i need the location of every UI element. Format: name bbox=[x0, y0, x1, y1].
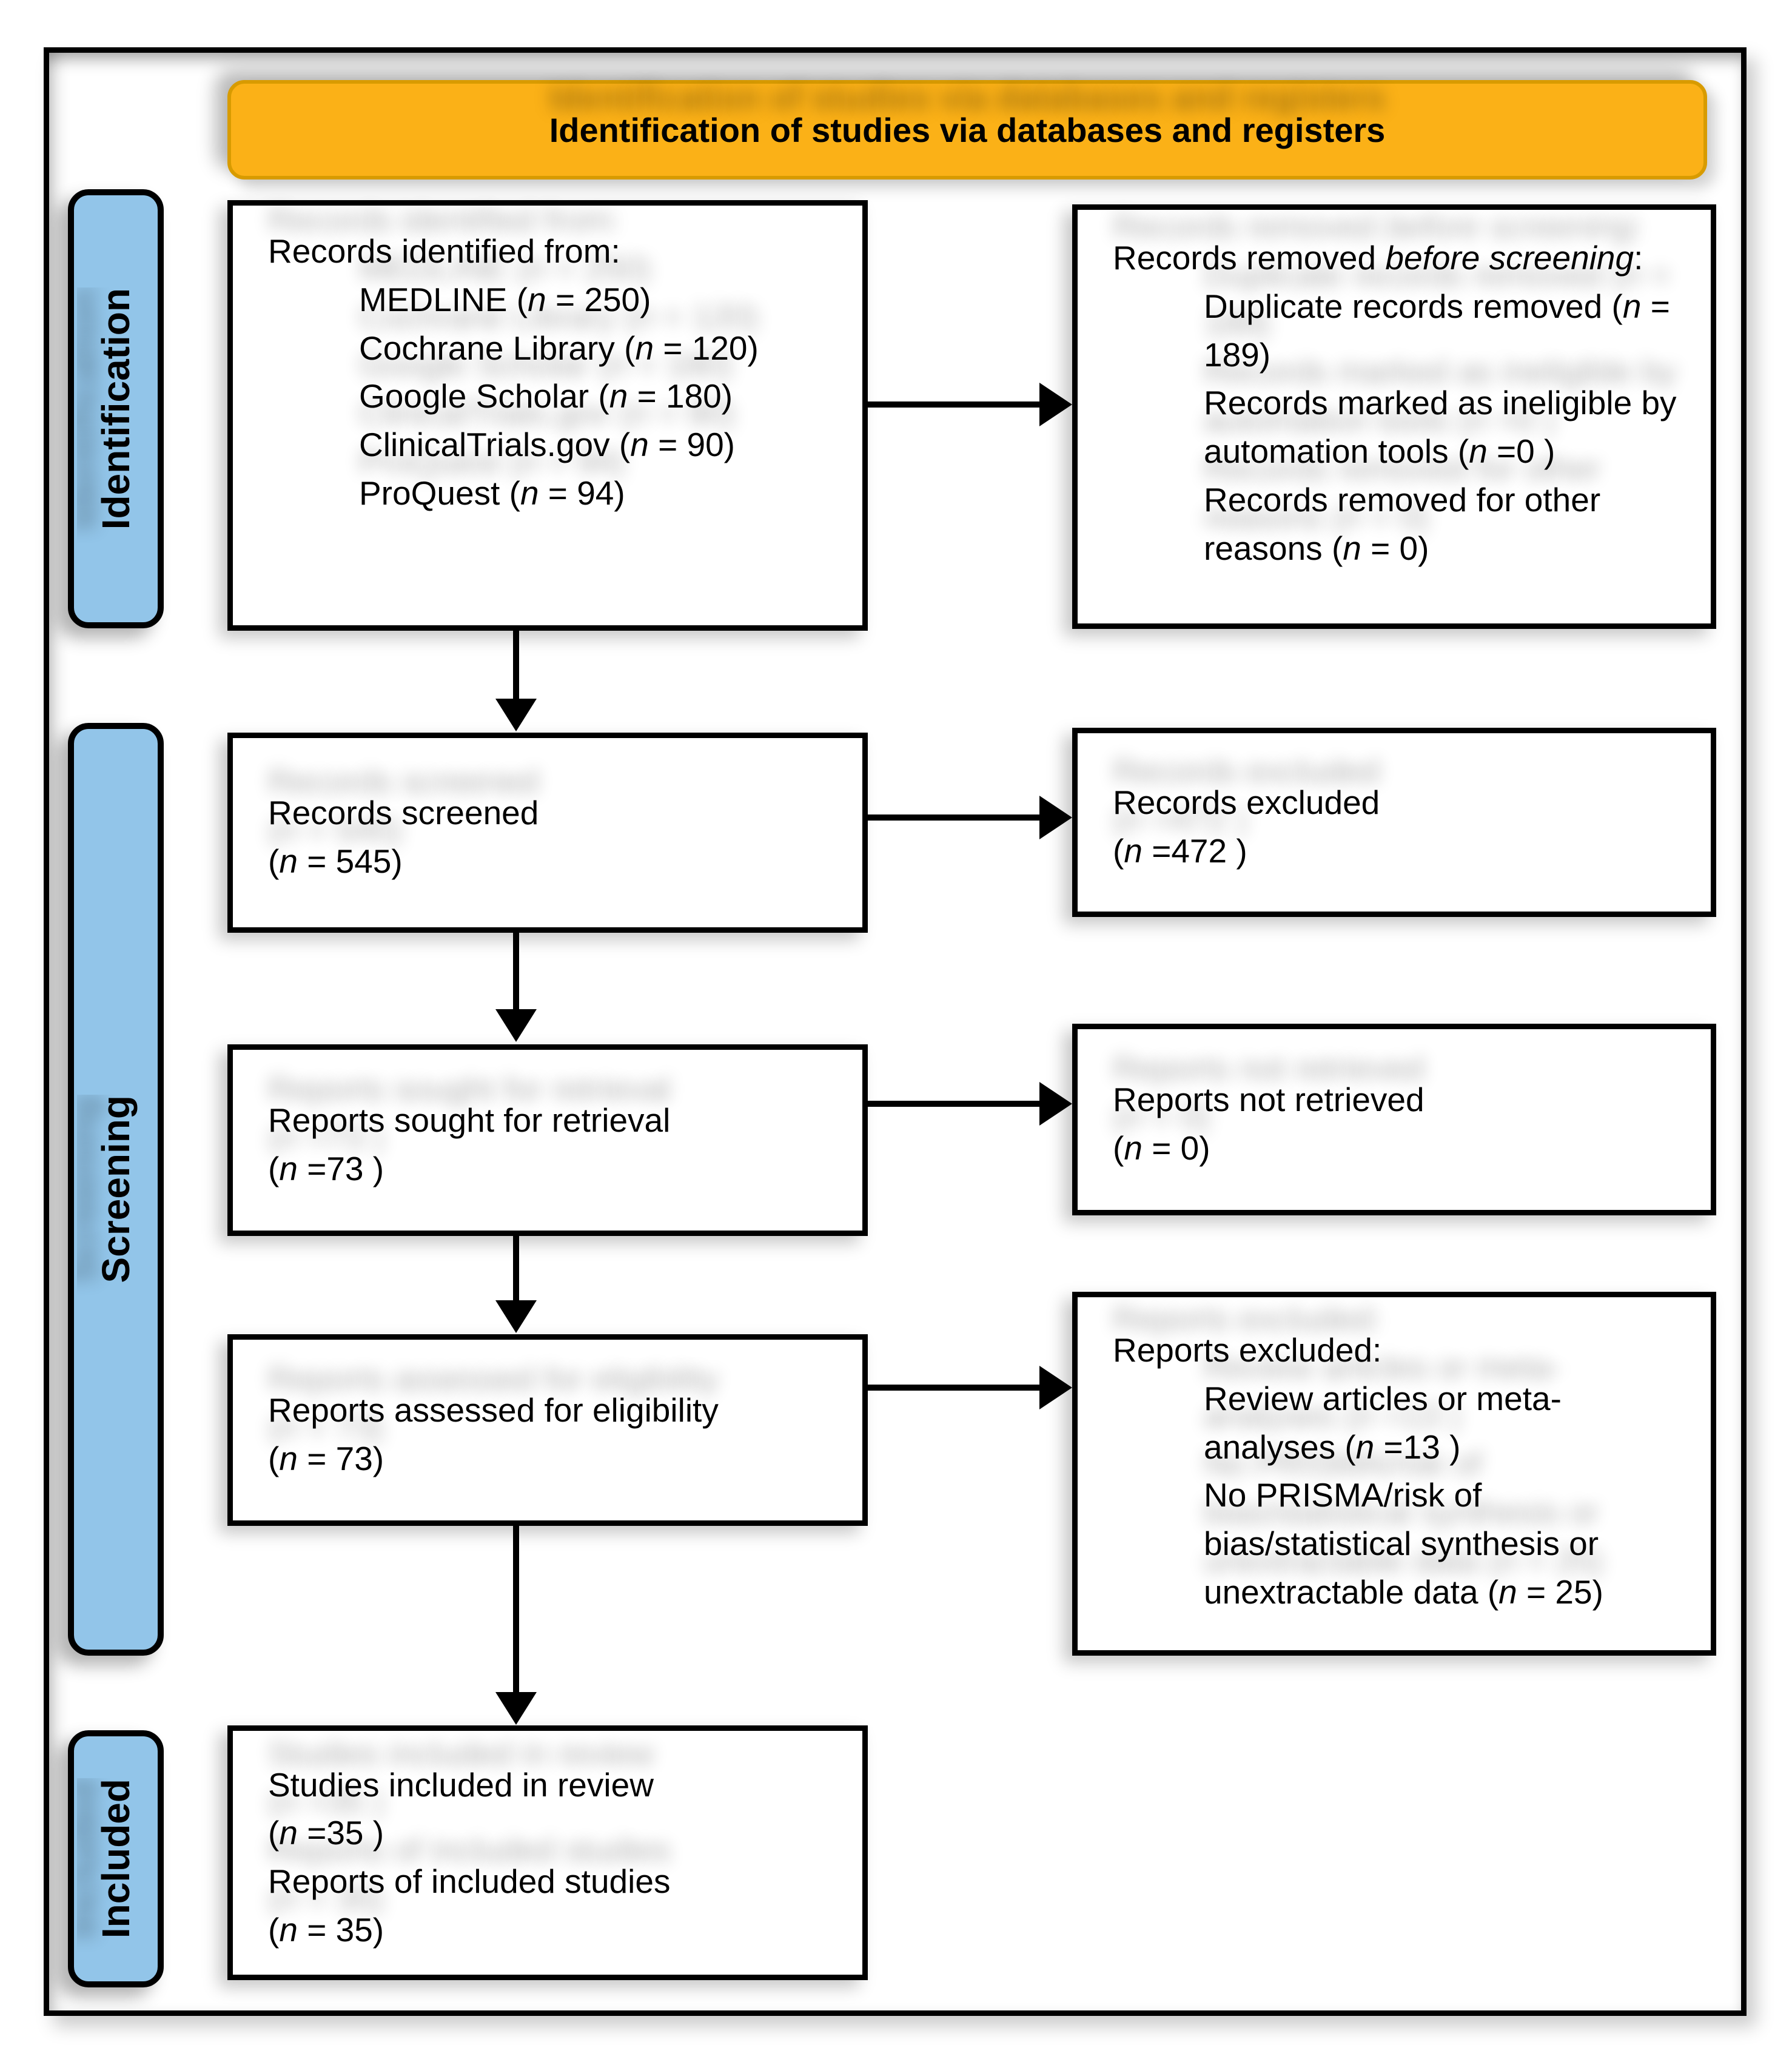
records-removed-item: Records removed for other reasons (n = 0… bbox=[1204, 480, 1601, 567]
arrow-head-icon bbox=[1039, 383, 1072, 426]
reports-not-retrieved-line: (n = 0) bbox=[1113, 1129, 1210, 1167]
box-records-excluded: Records excluded (n =472 ) bbox=[1072, 728, 1716, 917]
records-screened-line: Records screened bbox=[268, 794, 539, 832]
stage-identification: Identification bbox=[68, 189, 164, 628]
records-removed-item: Duplicate records removed (n = 189) bbox=[1204, 287, 1670, 374]
arrow-line bbox=[513, 1236, 519, 1303]
arrow-line bbox=[513, 933, 519, 1012]
stage-included: Included bbox=[68, 1730, 164, 1987]
arrow-line bbox=[868, 1385, 1042, 1391]
title-banner: Identification of studies via databases … bbox=[227, 80, 1707, 180]
reports-excluded-item: Review articles or meta-analyses (n =13 … bbox=[1204, 1379, 1562, 1466]
studies-included-line: Studies included in review bbox=[268, 1765, 654, 1804]
box-studies-included: Studies included in review (n =35 ) Repo… bbox=[227, 1725, 868, 1980]
records-identified-item: ClinicalTrials.gov (n = 90) bbox=[359, 426, 736, 463]
stage-screening: Screening bbox=[68, 723, 164, 1656]
arrow-line bbox=[868, 1101, 1042, 1107]
arrow-line bbox=[513, 1526, 519, 1694]
records-identified-item: ProQuest (n = 94) bbox=[359, 474, 625, 512]
records-excluded-line: (n =472 ) bbox=[1113, 832, 1247, 870]
arrow-line bbox=[868, 814, 1042, 821]
stage-screening-label: Screening bbox=[94, 1095, 138, 1283]
reports-sought-line: Reports sought for retrieval bbox=[268, 1101, 671, 1140]
arrow-head-icon bbox=[495, 1692, 537, 1725]
box-reports-excluded: Reports excluded: Review articles or met… bbox=[1072, 1292, 1716, 1656]
arrow-head-icon bbox=[495, 1300, 537, 1333]
records-identified-item: Cochrane Library (n = 120) bbox=[359, 329, 759, 367]
arrow-head-icon bbox=[1039, 796, 1072, 839]
arrow-head-icon bbox=[1039, 1366, 1072, 1409]
diagram-title: Identification of studies via databases … bbox=[549, 110, 1386, 149]
arrow-head-icon bbox=[495, 1009, 537, 1042]
reports-assessed-line: (n = 73) bbox=[268, 1440, 384, 1477]
arrow-head-icon bbox=[1039, 1082, 1072, 1126]
reports-assessed-line: Reports assessed for eligibility bbox=[268, 1391, 719, 1429]
box-reports-assessed: Reports assessed for eligibility (n = 73… bbox=[227, 1334, 868, 1526]
studies-included-line: (n = 35) bbox=[268, 1910, 384, 1949]
reports-excluded-item: No PRISMA/risk of bias/statistical synth… bbox=[1204, 1476, 1603, 1611]
stage-included-label: Included bbox=[94, 1779, 138, 1939]
records-identified-item: Google Scholar (n = 180) bbox=[359, 377, 733, 415]
box-records-identified: Records identified from: MEDLINE (n = 25… bbox=[227, 200, 868, 631]
records-removed-item: Records marked as ineligible by automati… bbox=[1204, 384, 1677, 470]
box-records-removed: Records removed before screening: Duplic… bbox=[1072, 204, 1716, 629]
box-reports-sought: Reports sought for retrieval (n =73 ) bbox=[227, 1044, 868, 1236]
studies-included-line: Reports of included studies bbox=[268, 1862, 671, 1900]
box-records-screened: Records screened (n = 545) bbox=[227, 733, 868, 933]
reports-sought-line: (n =73 ) bbox=[268, 1150, 384, 1187]
studies-included-line: (n =35 ) bbox=[268, 1814, 384, 1852]
records-screened-line: (n = 545) bbox=[268, 842, 403, 880]
stage-identification-label: Identification bbox=[94, 287, 138, 530]
box-reports-not-retrieved: Reports not retrieved (n = 0) bbox=[1072, 1024, 1716, 1215]
reports-not-retrieved-line: Reports not retrieved bbox=[1113, 1081, 1425, 1119]
arrow-line bbox=[868, 401, 1042, 408]
records-removed-lead: Records removed before screening: bbox=[1113, 239, 1643, 277]
arrow-line bbox=[513, 631, 519, 701]
records-identified-item: MEDLINE (n = 250) bbox=[359, 280, 651, 318]
arrow-head-icon bbox=[495, 699, 537, 731]
records-identified-lead: Records identified from: bbox=[268, 232, 620, 270]
reports-excluded-lead: Reports excluded: bbox=[1113, 1331, 1382, 1369]
records-excluded-line: Records excluded bbox=[1113, 784, 1380, 822]
